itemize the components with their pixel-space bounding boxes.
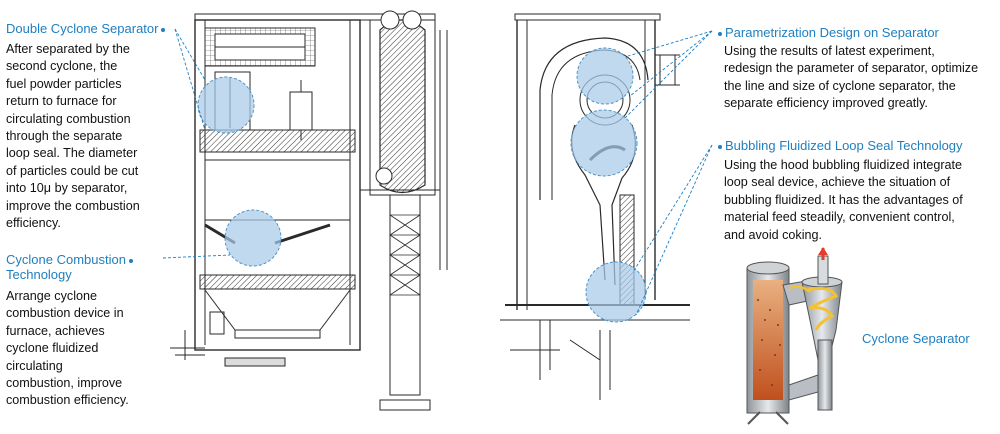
description-line: the line and size of cyclone separator, … — [724, 78, 956, 93]
cyclone-combustion-callout: Cyclone Combustion Technology — [6, 252, 136, 282]
description-line: bubbling fluidized. It has the advantage… — [724, 192, 963, 207]
highlight-circles — [197, 47, 647, 323]
description-line: material feed steadily, convenient contr… — [724, 210, 955, 225]
description-line: cyclone fluidized — [6, 341, 99, 356]
description-line: circulating — [6, 358, 63, 373]
bubbling-title: Bubbling Fluidized Loop Seal Technology — [715, 138, 963, 153]
cyclone-combustion-description: Arrange cyclone combustion device in furna… — [6, 288, 176, 410]
bubbling-callout: Bubbling Fluidized Loop Seal Technology — [715, 138, 963, 153]
description-line: combustion, improve — [6, 376, 123, 391]
left-boiler-drawing — [170, 10, 448, 411]
description-line: furnace, achieves — [6, 323, 105, 338]
description-line: Using the hood bubbling fluidized integr… — [724, 158, 963, 172]
bubbling-description: Using the hood bubbling fluidized integr… — [724, 157, 999, 244]
bullet-dot — [128, 258, 133, 263]
description-line: efficiency. — [6, 216, 61, 231]
description-line: combustion device in — [6, 306, 124, 321]
description-line: fuel powder particles — [6, 76, 122, 91]
description-line: combustion efficiency. — [6, 393, 129, 408]
description-line: circulating combustion — [6, 111, 131, 126]
description-line: separate efficiency improved greatly. — [724, 96, 928, 111]
description-line: second cyclone, the — [6, 59, 118, 74]
description-line: of particles could be cut — [6, 163, 139, 178]
highlight-parametrization — [576, 47, 634, 105]
description-line: through the separate — [6, 129, 123, 144]
description-line: loop seal. The diameter — [6, 146, 138, 161]
highlight-separator-inlet — [570, 109, 638, 177]
double-cyclone-callout: Double Cyclone Separator — [6, 21, 168, 36]
parametrization-description: Using the results of latest experiment, r… — [724, 43, 999, 113]
parametrization-title: Parametrization Design on Separator — [715, 25, 939, 40]
description-line: Arrange cyclone — [6, 289, 98, 303]
bullet-dot — [718, 31, 722, 36]
highlight-cyclone-combustion — [224, 209, 282, 267]
highlight-loop-seal — [585, 261, 647, 323]
cyclone-separator-illustration — [746, 247, 843, 425]
highlight-double-cyclone — [197, 76, 255, 134]
description-line: improve the combustion — [6, 198, 140, 213]
description-line: into 10μ by separator, — [6, 181, 128, 196]
double-cyclone-title: Double Cyclone Separator — [6, 21, 168, 36]
parametrization-callout: Parametrization Design on Separator — [715, 25, 939, 40]
description-line: and avoid coking. — [724, 227, 823, 242]
bullet-dot — [718, 144, 722, 149]
cyclone-separator-label: Cyclone Separator — [862, 331, 970, 346]
description-line: After separated by the — [6, 42, 130, 56]
leader-lines — [162, 28, 713, 316]
description-line: Using the results of latest experiment, — [724, 44, 935, 58]
description-line: return to furnace for — [6, 94, 117, 109]
description-line: loop seal device, achieve the situation … — [724, 175, 951, 190]
cyclone-combustion-title-line2: Technology — [6, 267, 72, 282]
double-cyclone-description: After separated by the second cyclone, th… — [6, 41, 181, 232]
description-line: redesign the parameter of separator, opt… — [724, 61, 979, 76]
bullet-dot — [161, 27, 166, 32]
cyclone-combustion-title: Cyclone Combustion — [6, 252, 136, 267]
